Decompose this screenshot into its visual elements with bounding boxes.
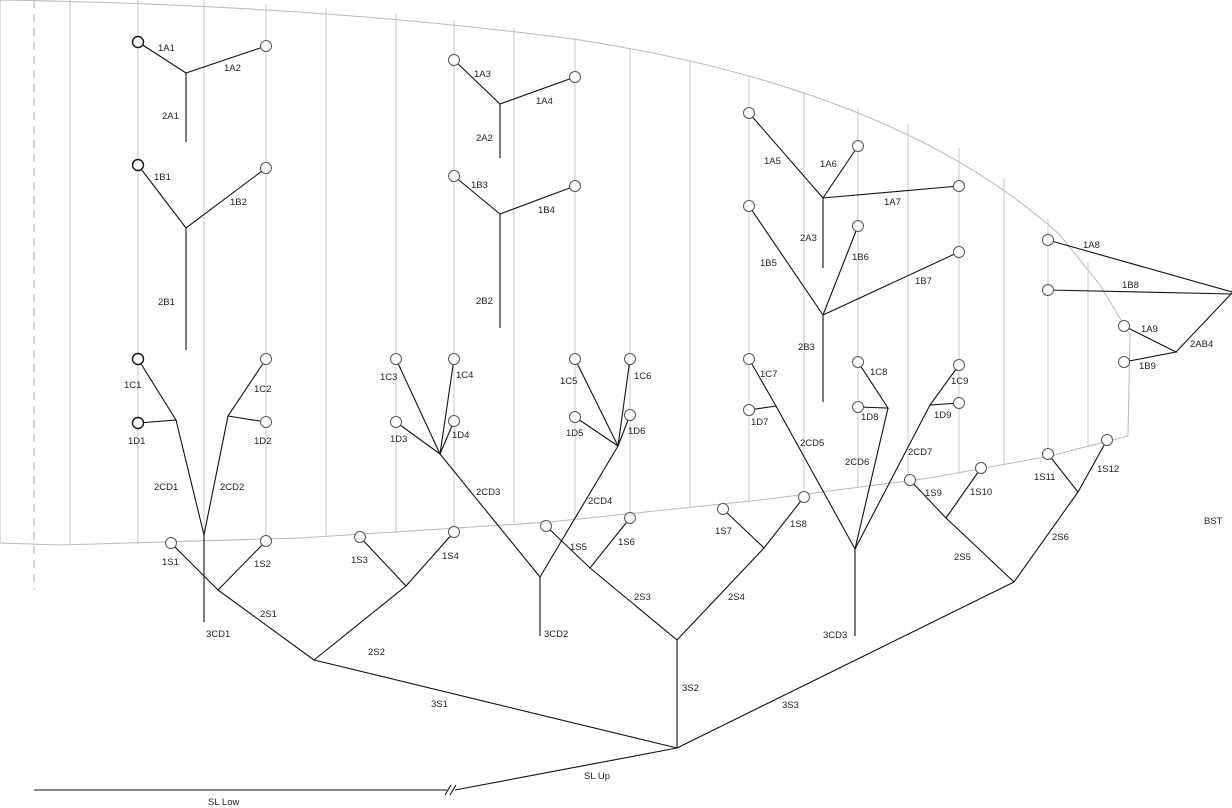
label-1D4: 1D4 <box>452 430 469 441</box>
label-1D8: 1D8 <box>861 412 878 423</box>
label-1D7: 1D7 <box>751 417 768 428</box>
label-2B1: 2B1 <box>158 297 175 308</box>
label-1S2: 1S2 <box>254 559 271 570</box>
label-1C1: 1C1 <box>124 380 141 391</box>
label-1A5: 1A5 <box>764 156 781 167</box>
label-1C2: 1C2 <box>254 384 271 395</box>
label-1A2: 1A2 <box>224 63 241 74</box>
label-2A3: 2A3 <box>800 233 817 244</box>
label-1S12: 1S12 <box>1097 464 1119 475</box>
label-1C8: 1C8 <box>870 367 887 378</box>
label-1S11: 1S11 <box>1034 472 1055 483</box>
branch-lines <box>34 41 1232 796</box>
hull-outline <box>0 0 1131 546</box>
label-1A9: 1A9 <box>1141 324 1158 335</box>
label-1B5: 1B5 <box>760 258 777 269</box>
label-1S8: 1S8 <box>790 519 807 530</box>
label-1S7: 1S7 <box>715 526 732 537</box>
label-1C5: 1C5 <box>560 376 577 387</box>
label-1C6: 1C6 <box>634 371 651 382</box>
label-1D9: 1D9 <box>934 410 951 421</box>
label-1B9: 1B9 <box>1139 361 1156 372</box>
label-2CD2: 2CD2 <box>220 482 244 493</box>
label-1C3: 1C3 <box>380 372 397 383</box>
label-3CD1: 3CD1 <box>206 629 230 640</box>
label-3S1: 3S1 <box>431 699 448 710</box>
label-1C4: 1C4 <box>456 370 473 381</box>
label-1S5: 1S5 <box>570 542 587 553</box>
label-1A7: 1A7 <box>884 197 901 208</box>
label-2CD1: 2CD1 <box>154 482 178 493</box>
label-1B6: 1B6 <box>852 252 869 263</box>
label-1C7: 1C7 <box>760 369 777 380</box>
label-sl-low: SL Low <box>208 797 239 808</box>
label-2S2: 2S2 <box>368 647 385 658</box>
label-1D2: 1D2 <box>254 436 271 447</box>
label-1S10: 1S10 <box>970 487 992 498</box>
label-1S9: 1S9 <box>925 488 942 499</box>
label-1S1: 1S1 <box>162 557 179 568</box>
frame-lines <box>69 0 1089 545</box>
nodes <box>131 35 1130 549</box>
label-2S6: 2S6 <box>1052 532 1069 543</box>
label-3S3: 3S3 <box>782 700 799 711</box>
labels: 1A1 1A2 2A1 1B1 1B2 2B1 1A3 1A4 2A2 1B3 … <box>124 43 1223 808</box>
label-1S3: 1S3 <box>351 555 368 566</box>
label-2B2: 2B2 <box>476 296 493 307</box>
label-2S5: 2S5 <box>954 552 971 563</box>
label-2S4: 2S4 <box>728 592 745 603</box>
label-2S1: 2S1 <box>260 609 277 620</box>
label-1C9: 1C9 <box>951 376 968 387</box>
label-1A1: 1A1 <box>158 43 175 54</box>
label-bst: BST <box>1204 516 1223 527</box>
label-1D5: 1D5 <box>566 428 583 439</box>
label-1A6: 1A6 <box>820 159 837 170</box>
label-1B3: 1B3 <box>471 180 488 191</box>
label-2CD5: 2CD5 <box>800 438 824 449</box>
label-1B7: 1B7 <box>915 276 932 287</box>
label-1D3: 1D3 <box>390 434 407 445</box>
label-2AB4: 2AB4 <box>1190 339 1213 350</box>
label-1B8: 1B8 <box>1122 280 1139 291</box>
label-2A2: 2A2 <box>476 133 493 144</box>
label-1A8: 1A8 <box>1083 240 1100 251</box>
label-1B4: 1B4 <box>538 205 555 216</box>
label-2A1: 2A1 <box>162 111 179 122</box>
label-3S2: 3S2 <box>682 683 699 694</box>
label-3CD3: 3CD3 <box>823 630 847 641</box>
label-1D6: 1D6 <box>628 426 645 437</box>
label-1A3: 1A3 <box>474 69 491 80</box>
label-sl-up: SL Up <box>584 771 610 782</box>
label-2CD7: 2CD7 <box>908 447 932 458</box>
label-3CD2: 3CD2 <box>544 629 568 640</box>
label-1S4: 1S4 <box>442 551 459 562</box>
label-1A4: 1A4 <box>536 96 553 107</box>
label-1B2: 1B2 <box>230 197 247 208</box>
label-2CD4: 2CD4 <box>588 496 612 507</box>
label-2S3: 2S3 <box>634 592 651 603</box>
label-2CD3: 2CD3 <box>476 487 500 498</box>
label-2B3: 2B3 <box>798 342 815 353</box>
label-2CD6: 2CD6 <box>845 457 869 468</box>
label-1B1: 1B1 <box>154 172 171 183</box>
label-1D1: 1D1 <box>128 436 145 447</box>
label-1S6: 1S6 <box>618 537 635 548</box>
